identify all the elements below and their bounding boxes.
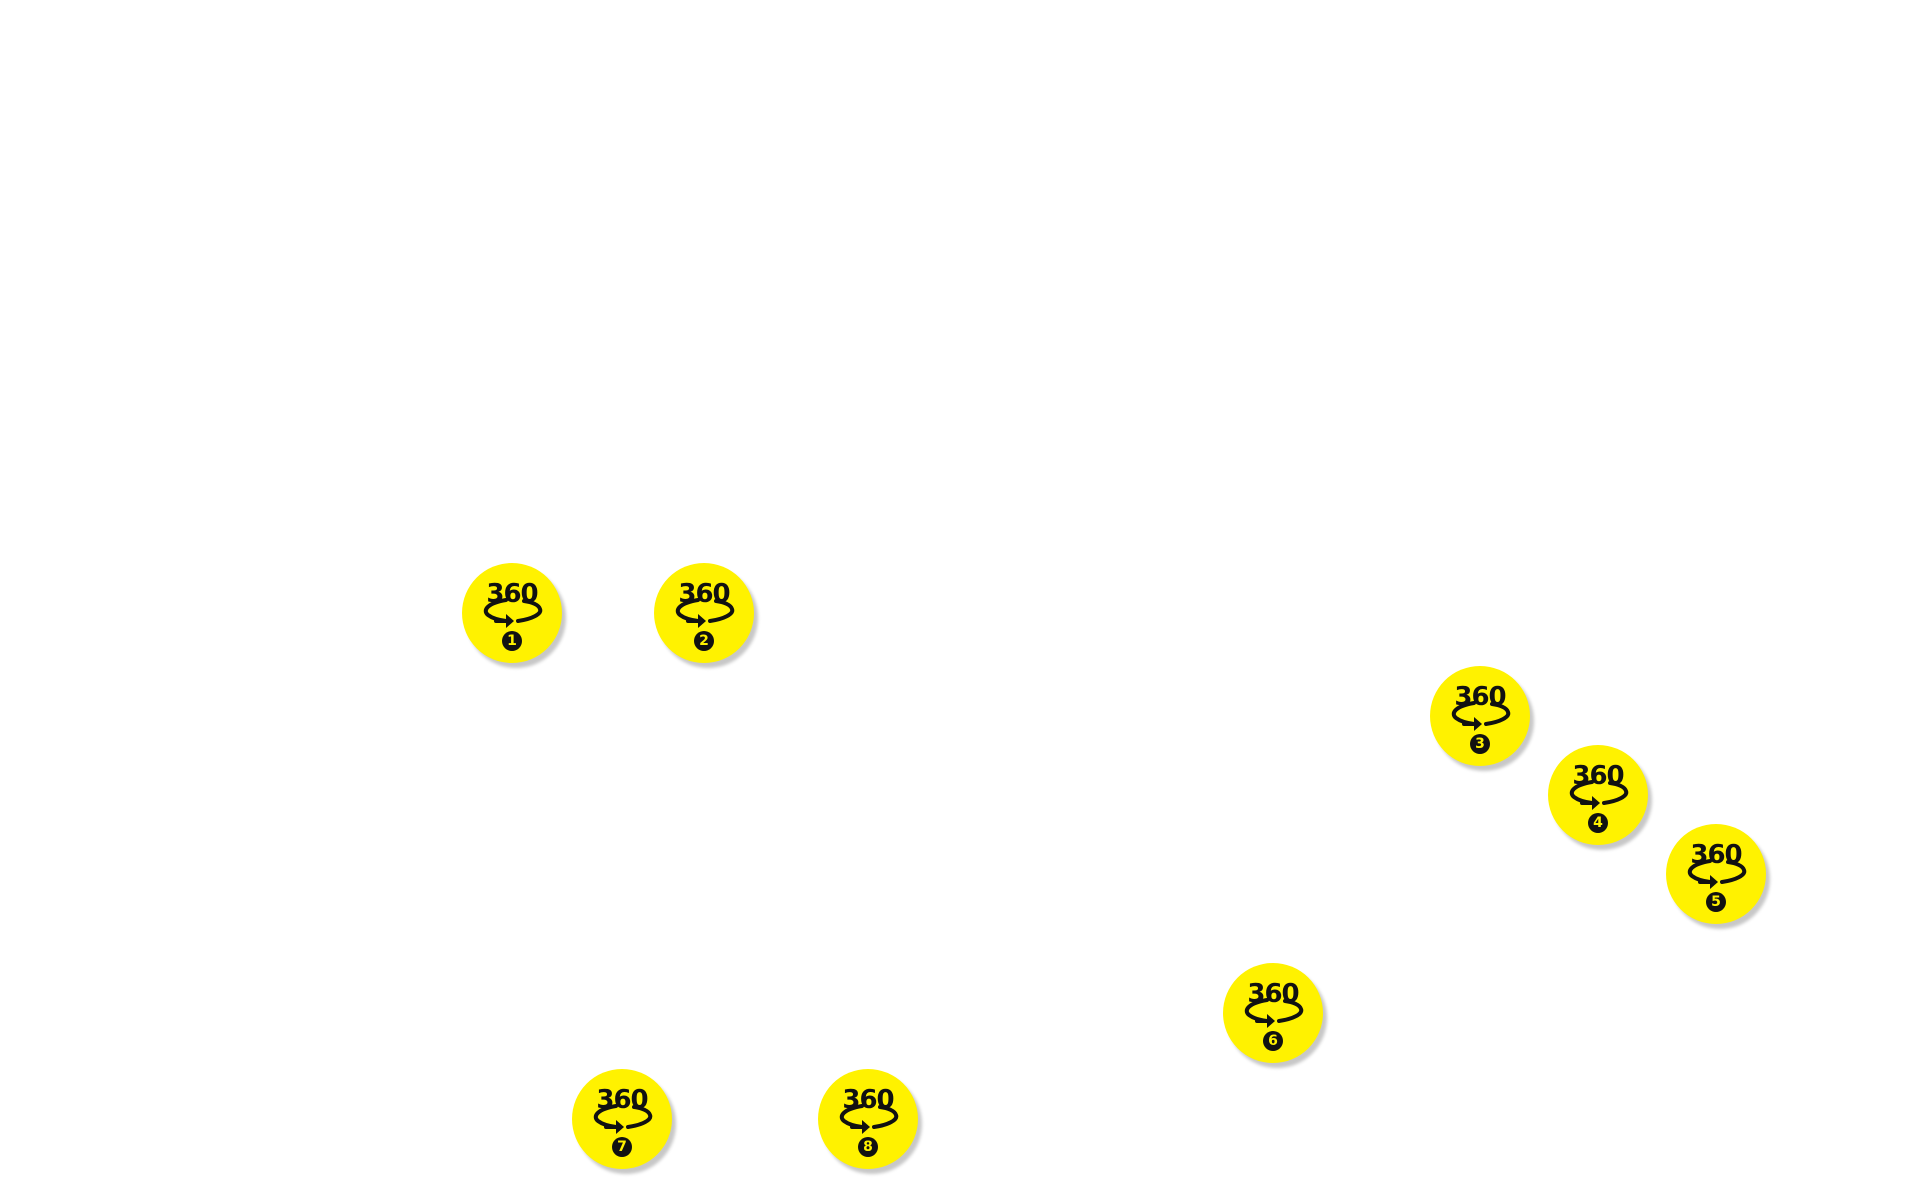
hotspot-label: 360 bbox=[1247, 979, 1299, 1009]
hotspot-number-badge: 3 bbox=[1470, 734, 1490, 754]
hotspot-label: 360 bbox=[678, 579, 730, 609]
rotate-360-icon bbox=[675, 598, 735, 628]
hotspot-360-2[interactable]: 360 2 bbox=[654, 563, 754, 663]
hotspot-360-5[interactable]: 360 5 bbox=[1666, 824, 1766, 924]
hotspot-label: 360 bbox=[1454, 682, 1506, 712]
hotspot-label: 360 bbox=[842, 1085, 894, 1115]
hotspot-label: 360 bbox=[1572, 761, 1624, 791]
hotspot-360-7[interactable]: 360 7 bbox=[572, 1069, 672, 1169]
hotspot-number-badge: 6 bbox=[1263, 1031, 1283, 1051]
rotate-360-icon bbox=[483, 598, 543, 628]
hotspot-label: 360 bbox=[1690, 840, 1742, 870]
rotate-360-icon bbox=[593, 1104, 653, 1134]
rotate-360-icon bbox=[1244, 998, 1304, 1028]
rotate-360-icon bbox=[1687, 859, 1747, 889]
hotspot-360-4[interactable]: 360 4 bbox=[1548, 745, 1648, 845]
hotspot-360-8[interactable]: 360 8 bbox=[818, 1069, 918, 1169]
hotspot-number-badge: 7 bbox=[612, 1137, 632, 1157]
hotspot-number-badge: 2 bbox=[694, 631, 714, 651]
hotspot-label: 360 bbox=[596, 1085, 648, 1115]
hotspot-number-badge: 8 bbox=[858, 1137, 878, 1157]
hotspot-360-3[interactable]: 360 3 bbox=[1430, 666, 1530, 766]
rotate-360-icon bbox=[1451, 701, 1511, 731]
rotate-360-icon bbox=[839, 1104, 899, 1134]
hotspot-360-1[interactable]: 360 1 bbox=[462, 563, 562, 663]
hotspot-number-badge: 1 bbox=[502, 631, 522, 651]
hotspot-number-badge: 4 bbox=[1588, 813, 1608, 833]
hotspot-label: 360 bbox=[486, 579, 538, 609]
hotspot-360-6[interactable]: 360 6 bbox=[1223, 963, 1323, 1063]
rotate-360-icon bbox=[1569, 780, 1629, 810]
hotspot-number-badge: 5 bbox=[1706, 892, 1726, 912]
